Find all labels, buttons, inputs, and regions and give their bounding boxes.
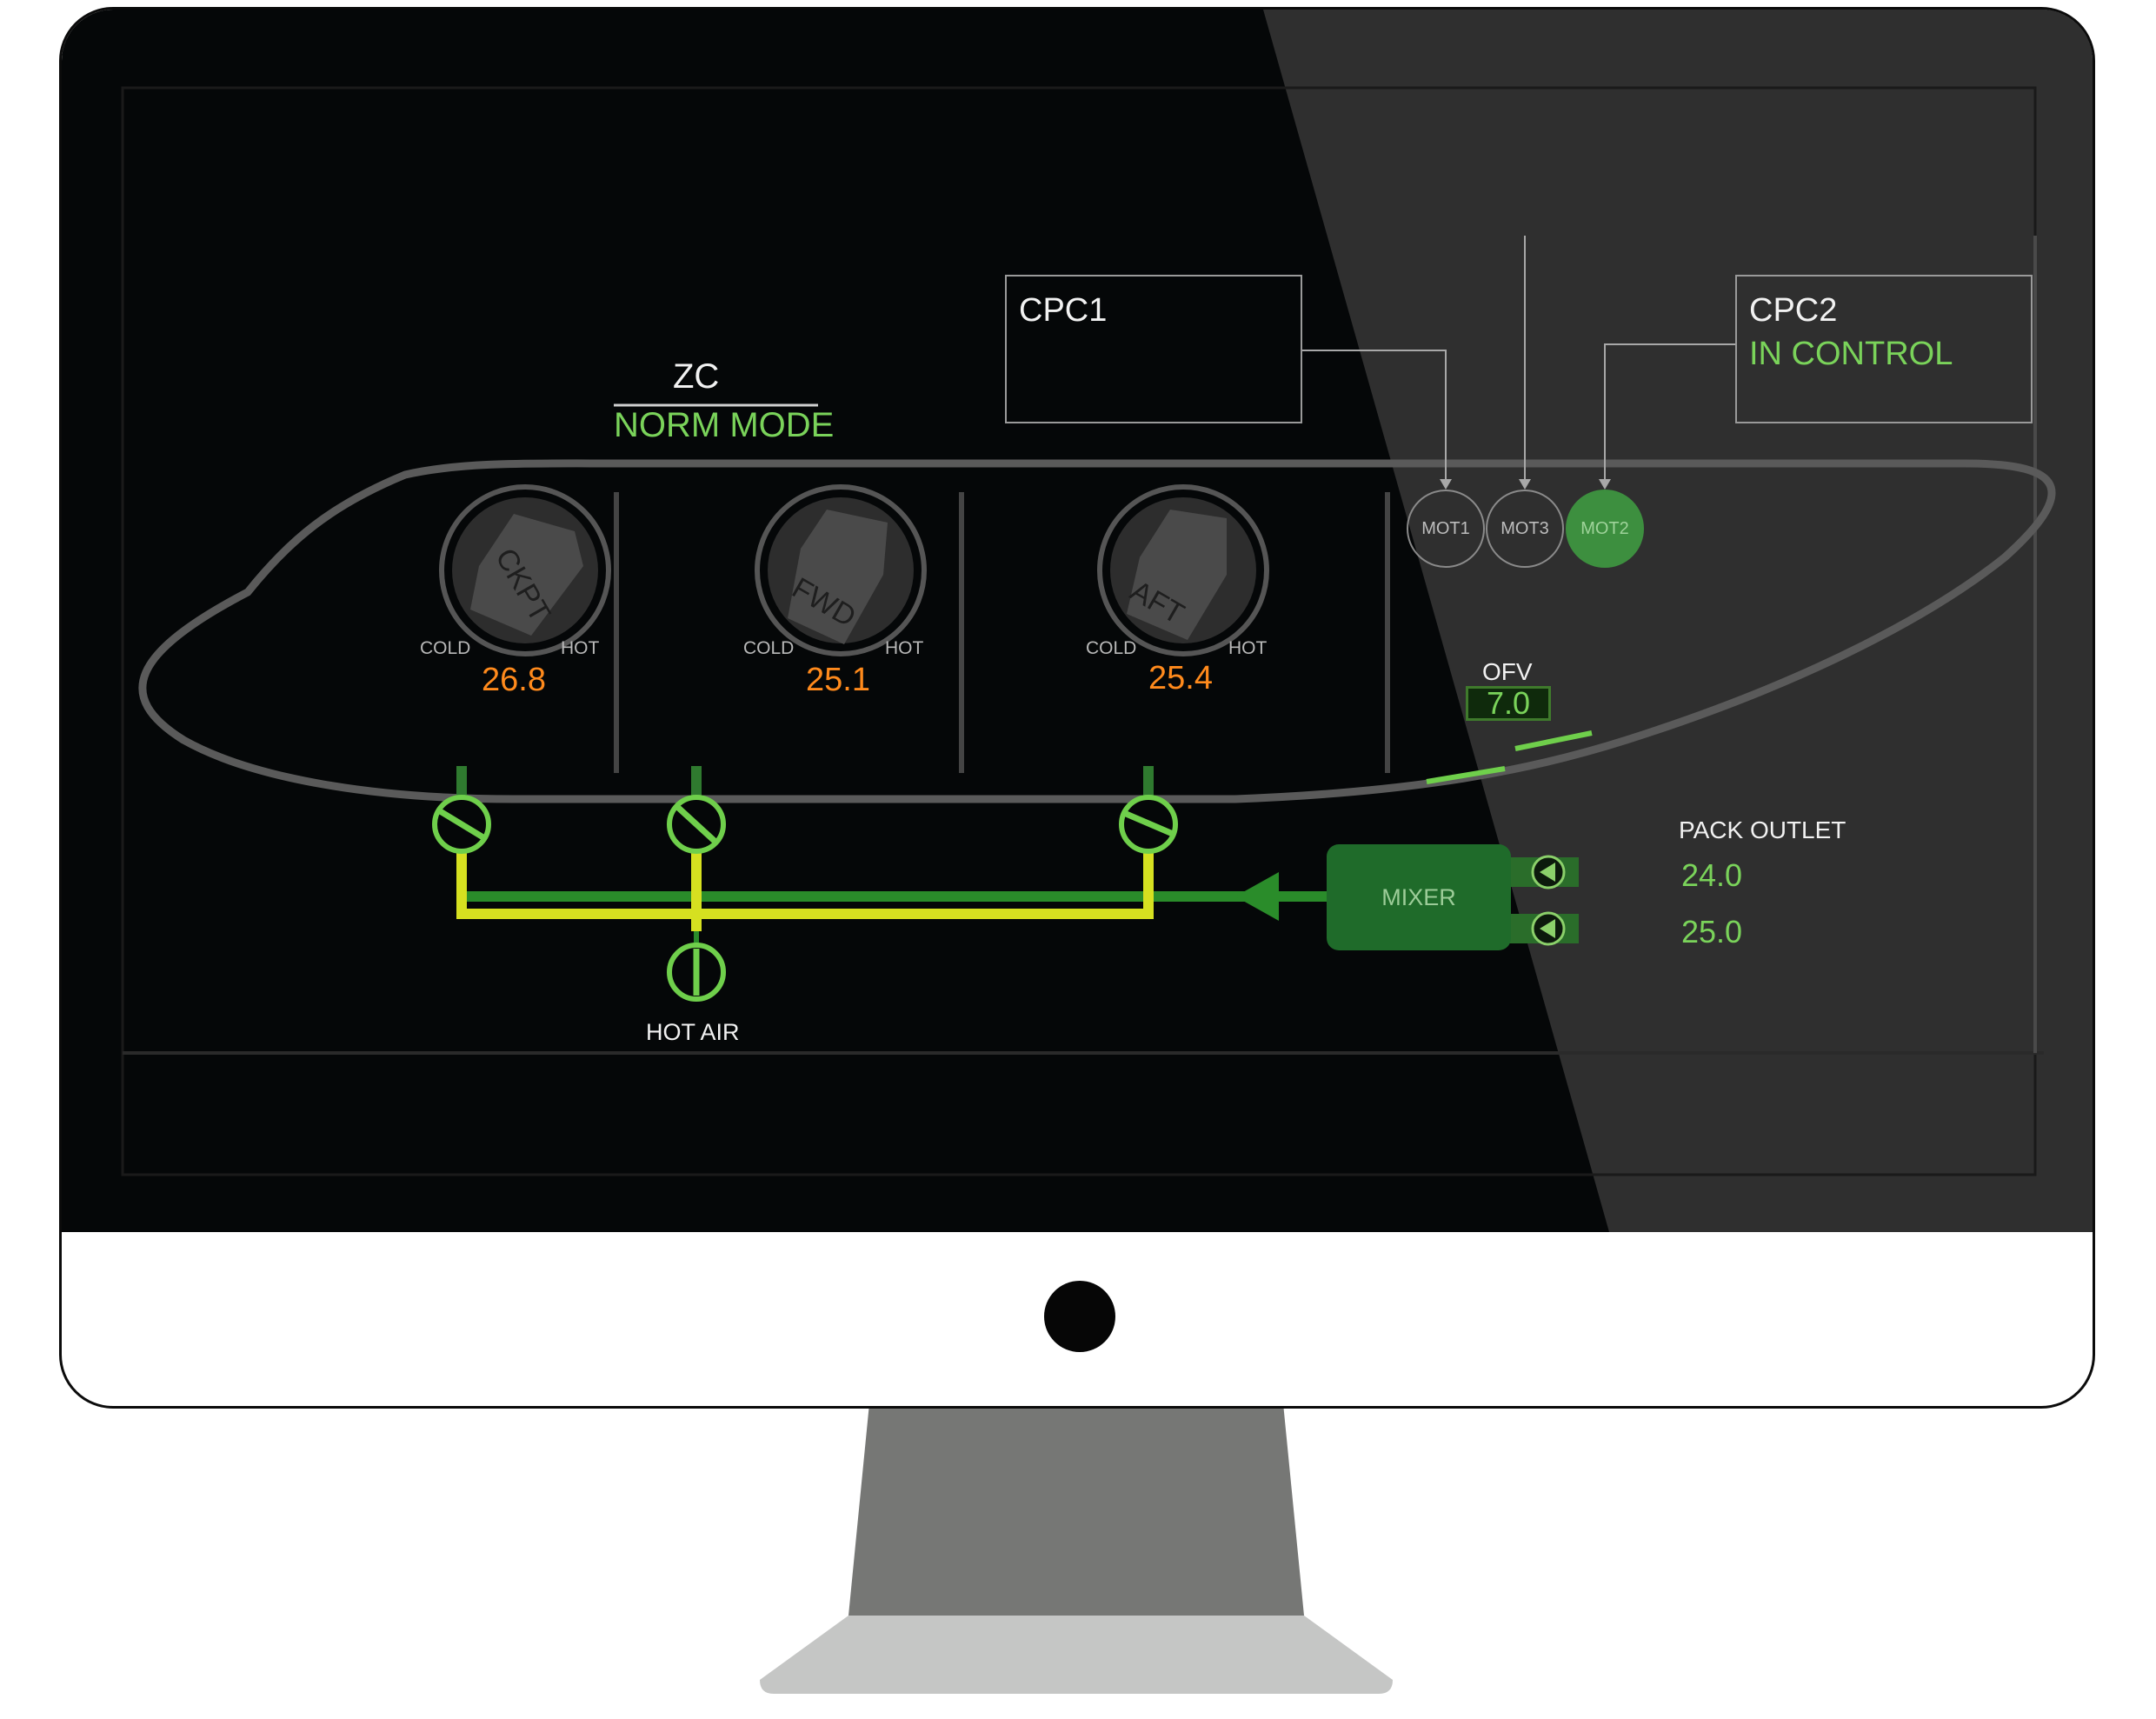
knob-aft[interactable]: [1097, 484, 1269, 656]
mixer-unit: MIXER: [1327, 844, 1511, 950]
pack-outlet-value-2: 25.0: [1681, 914, 1743, 949]
ckpt-cold-label: COLD: [420, 638, 471, 658]
trim-valve-aft[interactable]: [1119, 795, 1178, 854]
hot-air-label: HOT AIR: [646, 1019, 740, 1045]
fwd-hot-label: HOT: [885, 638, 924, 658]
ckpt-hot-label: HOT: [561, 638, 600, 658]
pack-outlet-value-1: 24.0: [1681, 857, 1743, 893]
ecam-screen: ZC NORM MODE CPC1 CPC2 IN CONTROL MOT1 M…: [62, 10, 2093, 1232]
ofv-value: 7.0: [1466, 685, 1551, 721]
knob-ckpt[interactable]: [439, 484, 611, 656]
aft-cold-label: COLD: [1086, 638, 1137, 658]
camera-icon: [1044, 1281, 1115, 1352]
ofv-label: OFV: [1482, 658, 1533, 685]
hot-air-valve[interactable]: [667, 943, 726, 1002]
knob-fwd[interactable]: [755, 484, 927, 656]
pack-check-valve-1: [1509, 855, 1579, 889]
pack-check-valve-2: [1509, 911, 1579, 946]
fwd-cold-label: COLD: [743, 638, 795, 658]
motor-mot3[interactable]: MOT3: [1486, 490, 1564, 568]
ckpt-temperature: 26.8: [482, 662, 546, 698]
zc-mode: NORM MODE: [614, 406, 835, 444]
trim-valve-fwd[interactable]: [667, 795, 726, 854]
cpc1-title: CPC1: [1019, 292, 1108, 329]
trim-valve-ckpt[interactable]: [432, 795, 491, 854]
pack-outlet-label: PACK OUTLET: [1679, 816, 1847, 843]
cpc2-status: IN CONTROL: [1749, 336, 1953, 372]
screen-glare: [1263, 10, 2093, 1232]
ecam-diagram: [121, 10, 2093, 1232]
zc-title: ZC: [673, 357, 720, 396]
aft-temperature: 25.4: [1148, 660, 1213, 696]
cpc2-title: CPC2: [1749, 292, 1838, 329]
monitor-frame: ZC NORM MODE CPC1 CPC2 IN CONTROL MOT1 M…: [59, 7, 2095, 1409]
cpc2-box: CPC2 IN CONTROL: [1735, 275, 2033, 423]
motor-mot1[interactable]: MOT1: [1407, 490, 1485, 568]
aft-hot-label: HOT: [1228, 638, 1268, 658]
motor-mot2[interactable]: MOT2: [1566, 490, 1644, 568]
fwd-temperature: 25.1: [806, 662, 870, 698]
cpc1-box: CPC1: [1005, 275, 1302, 423]
fuselage-outline: [138, 459, 2056, 803]
